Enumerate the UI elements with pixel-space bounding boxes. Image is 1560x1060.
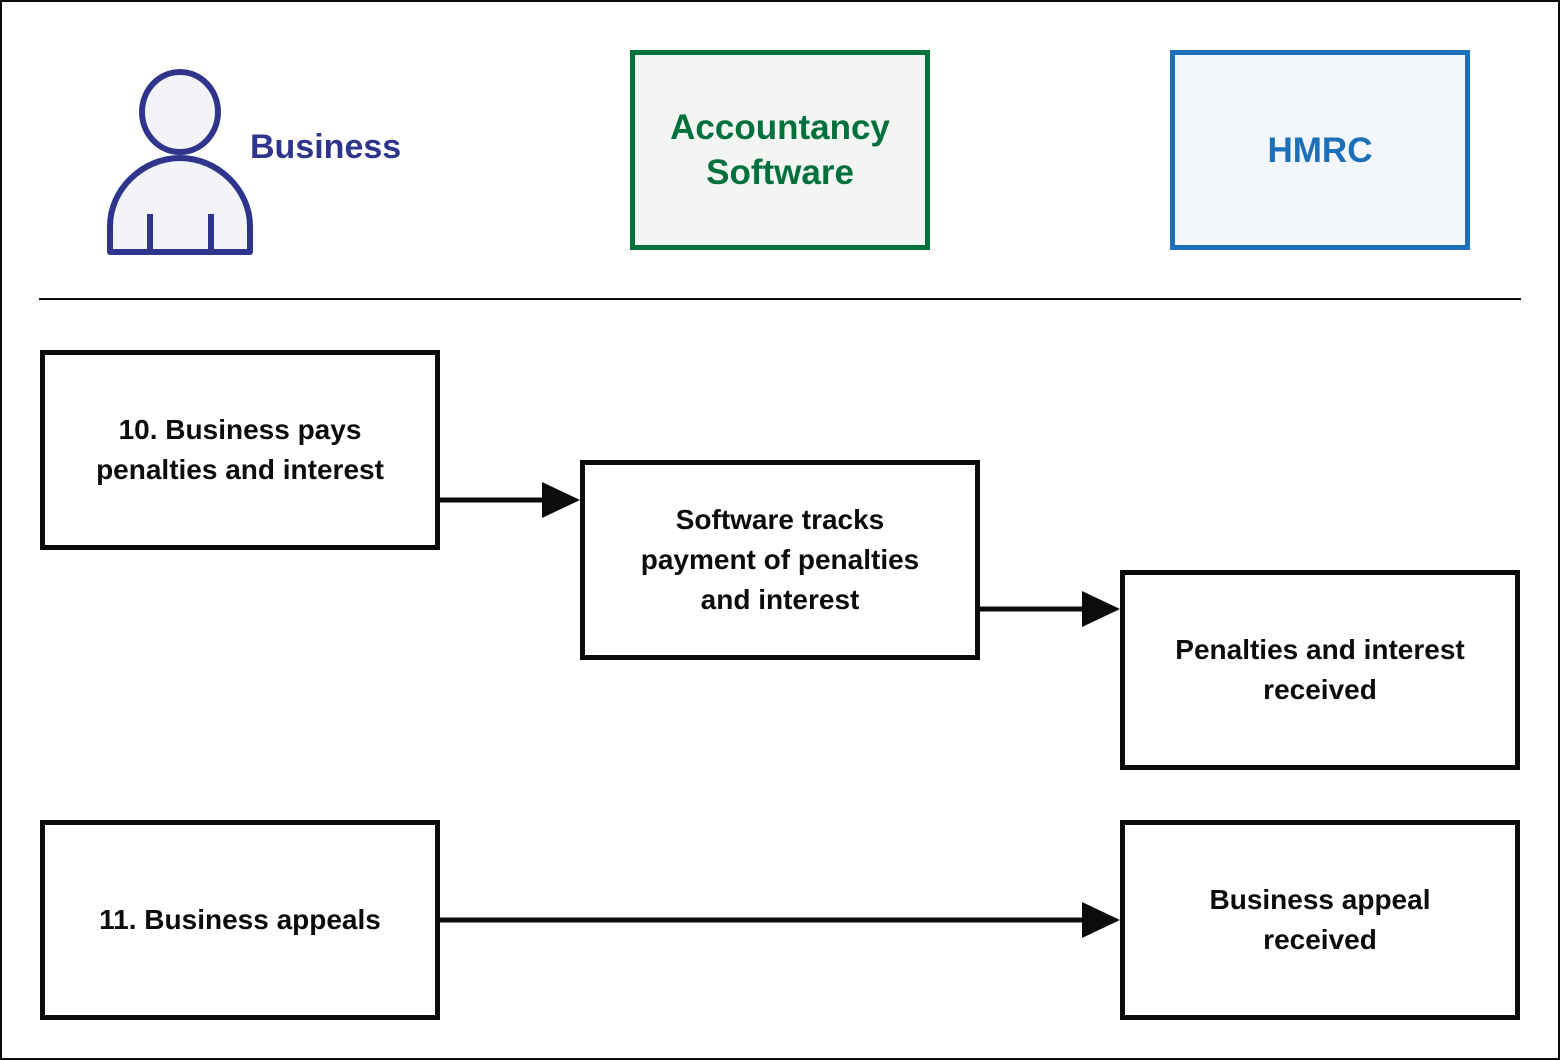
step-business-appeals-label: 11. Business appeals: [99, 904, 381, 935]
step-hmrc-appeal-received: Business appeal received: [1120, 820, 1520, 1020]
step-business-pays: 10. Business pays penalties and interest: [40, 350, 440, 550]
person-icon-head: [139, 69, 221, 155]
lane-hmrc-label: HMRC: [1267, 130, 1373, 170]
step-hmrc-appeal-received-label: Business appeal received: [1209, 884, 1431, 955]
lane-hmrc-header: HMRC: [1170, 50, 1470, 250]
arrow-appeals-to-hmrc: [440, 902, 1120, 938]
arrow-software-to-hmrc: [980, 591, 1120, 627]
step-business-appeals: 11. Business appeals: [40, 820, 440, 1020]
person-icon-body: [107, 155, 253, 255]
step-hmrc-received-label: Penalties and interest received: [1175, 634, 1465, 705]
lane-software-header: Accountancy Software: [630, 50, 930, 250]
step-software-tracks-label: Software tracks payment of penalties and…: [640, 504, 920, 615]
person-icon: [107, 69, 253, 255]
step-software-tracks: Software tracks payment of penalties and…: [580, 460, 980, 660]
lane-business-label: Business: [250, 128, 402, 166]
arrow-pays-to-software: [440, 482, 580, 518]
step-business-pays-label: 10. Business pays penalties and interest: [96, 414, 384, 485]
header-divider: [39, 298, 1521, 300]
step-hmrc-received: Penalties and interest received: [1120, 570, 1520, 770]
lane-software-label: Accountancy Software: [670, 108, 890, 192]
